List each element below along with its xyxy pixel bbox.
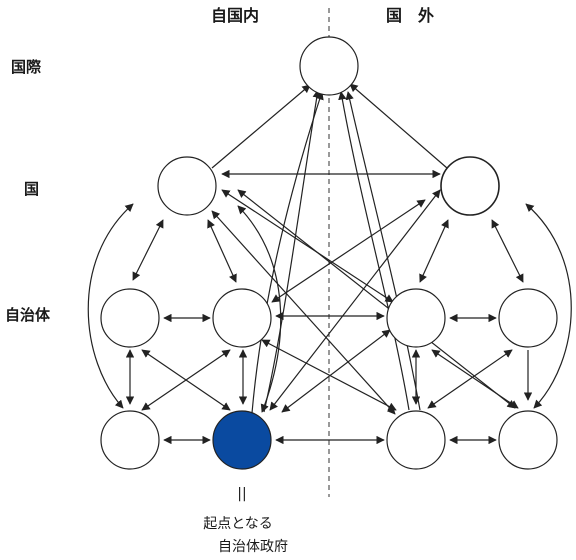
- node-local-domestic-a: [100, 288, 160, 348]
- arrow-natfor-locforA: [419, 219, 449, 283]
- origin-note-line2: 自治体政府: [218, 539, 288, 555]
- node-national-foreign: [440, 156, 500, 216]
- node-origin-government: [212, 410, 272, 470]
- arrow-natdom-locforA: [221, 189, 394, 303]
- level-label-local: 自治体: [5, 306, 51, 324]
- arrow-origin-intl: [263, 89, 321, 413]
- node-bottom-foreign-a: [386, 410, 446, 470]
- origin-equals-mark: ||: [237, 486, 247, 502]
- arrow-natfor-intl: [349, 83, 448, 169]
- arrow-dom-b-intl: [251, 91, 324, 414]
- arrow-natfor-botfor: [525, 203, 572, 409]
- arrow-natfor-locdomB: [271, 199, 426, 303]
- header-foreign: 国 外: [386, 6, 435, 25]
- level-label-national: 国: [24, 180, 40, 198]
- node-local-foreign-a: [386, 288, 446, 348]
- origin-note-line1: 起点となる: [203, 516, 273, 532]
- node-local-foreign-b: [498, 288, 558, 348]
- arrow-forbot-intl: [345, 91, 421, 411]
- arrow-natfor-locforB: [491, 219, 524, 283]
- node-national-domestic: [157, 156, 217, 216]
- arrow-natdom-intl: [211, 84, 311, 169]
- node-international: [299, 36, 359, 96]
- arrow-origin-locforA: [281, 329, 391, 413]
- node-bottom-foreign-b: [498, 410, 558, 470]
- header-domestic: 自国内: [211, 6, 260, 25]
- arrow-locforA-botforB: [431, 349, 519, 409]
- node-bottom-domestic-a: [100, 410, 160, 470]
- arrow-natdom-locdomB: [207, 219, 237, 283]
- node-local-domestic-b: [212, 288, 272, 348]
- arrow-natdom-botdom: [87, 203, 134, 409]
- arrow-locforB-botforA: [427, 349, 513, 409]
- arrow-forbot2-intl: [338, 91, 410, 411]
- level-label-international: 国際: [11, 58, 42, 76]
- arrow-natdom-locdomA: [132, 219, 164, 281]
- arrow-locdomB-botdomA: [141, 349, 231, 411]
